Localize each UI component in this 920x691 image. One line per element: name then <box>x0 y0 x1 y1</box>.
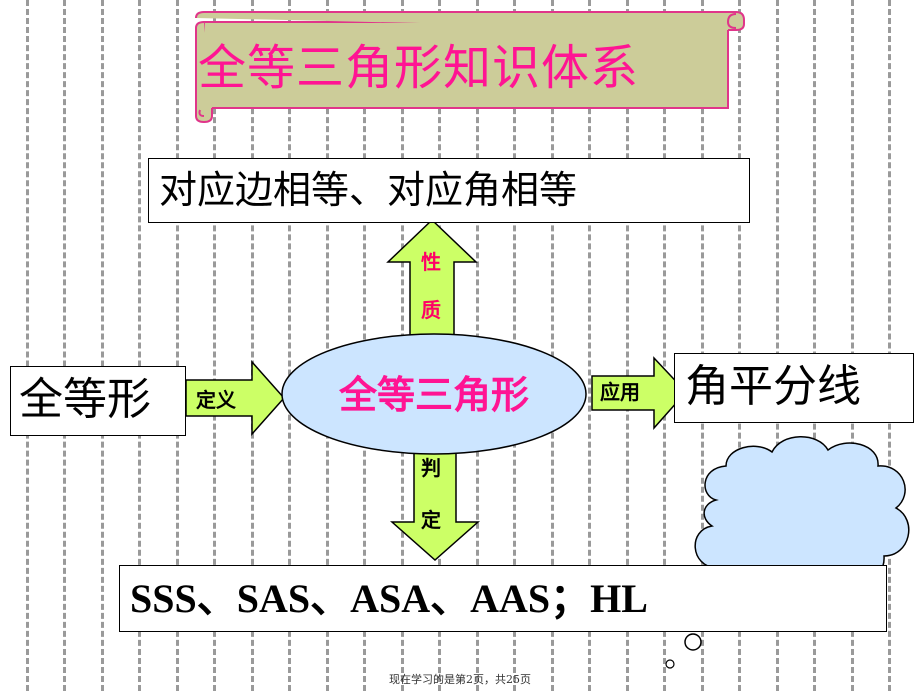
cloud-callout <box>665 436 910 669</box>
bg-dash-line <box>888 0 891 691</box>
bg-dash-line <box>251 0 254 691</box>
property-arrow <box>386 218 478 339</box>
property-arrow-label-1: 性 <box>421 250 441 274</box>
bg-dash-line <box>663 0 666 691</box>
page-footer: 现在学习的是第2页，共25页 <box>389 673 531 686</box>
definition-arrow <box>185 360 286 436</box>
bg-dash-line <box>288 0 291 691</box>
bg-dash-line <box>213 0 216 691</box>
application-box: 角平分线 <box>674 353 914 423</box>
judgement-box: SSS、SAS、ASA、AAS；HL <box>119 565 887 632</box>
bg-dash-line <box>138 0 141 691</box>
bg-dash-line <box>813 0 816 691</box>
application-arrow-label: 应用 <box>600 380 640 404</box>
bg-dash-line <box>63 0 66 691</box>
definition-arrow-label: 定义 <box>196 388 236 412</box>
application-arrow <box>591 356 688 430</box>
bg-dash-line <box>701 0 704 691</box>
bg-dash-line <box>851 0 854 691</box>
definition-box: 全等形 <box>10 366 186 436</box>
title-scroll-banner <box>195 11 745 124</box>
bg-dash-line <box>588 0 591 691</box>
bg-dash-line <box>551 0 554 691</box>
judgement-arrow-label-2: 定 <box>421 508 441 532</box>
bg-dash-line <box>176 0 179 691</box>
page-title: 全等三角形知识体系 <box>198 40 640 96</box>
center-ellipse <box>281 333 587 455</box>
property-box: 对应边相等、对应角相等 <box>148 158 750 223</box>
bg-dash-line <box>776 0 779 691</box>
bg-dash-line <box>26 0 29 691</box>
bg-dash-line <box>626 0 629 691</box>
judgement-arrow <box>390 447 480 562</box>
bg-dash-line <box>326 0 329 691</box>
bg-dash-line <box>101 0 104 691</box>
property-arrow-label-2: 质 <box>421 298 441 322</box>
bg-dash-line <box>738 0 741 691</box>
center-label: 全等三角形 <box>338 373 529 417</box>
judgement-arrow-label-1: 判 <box>421 456 441 480</box>
